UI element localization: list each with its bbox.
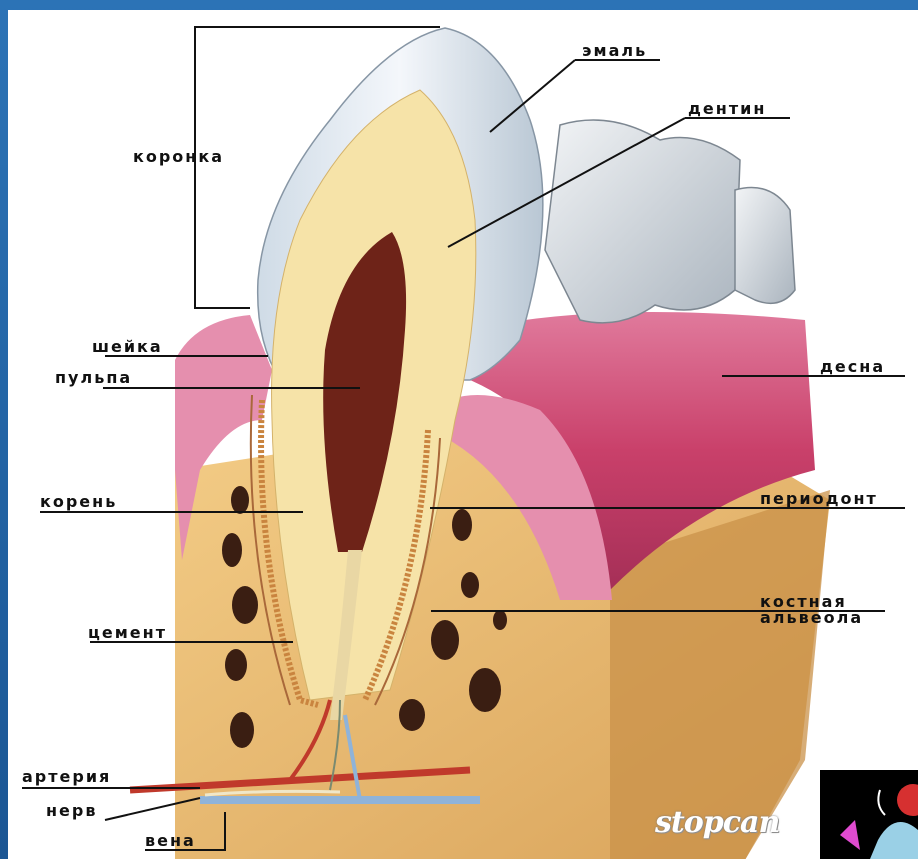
label-gum: десна [820,358,885,376]
molar-1 [545,120,740,323]
label-artery: артерия [22,768,111,786]
label-nerve: нерв [46,802,97,820]
label-root: корень [40,493,117,511]
label-alveola-line2: альвеола [760,610,863,626]
cartoon-thumbnail [820,770,918,859]
label-crown: коронка [133,148,224,166]
label-dentin: дентин [688,100,766,118]
label-enamel: эмаль [582,42,647,60]
label-pulp: пульпа [55,369,132,387]
label-cement: цемент [88,624,167,642]
molar-2 [735,188,795,304]
label-neck: шейка [92,338,163,356]
label-periodontium: периодонт [760,490,878,508]
label-vein: вена [145,832,196,850]
watermark-text: stopcan [655,805,779,840]
